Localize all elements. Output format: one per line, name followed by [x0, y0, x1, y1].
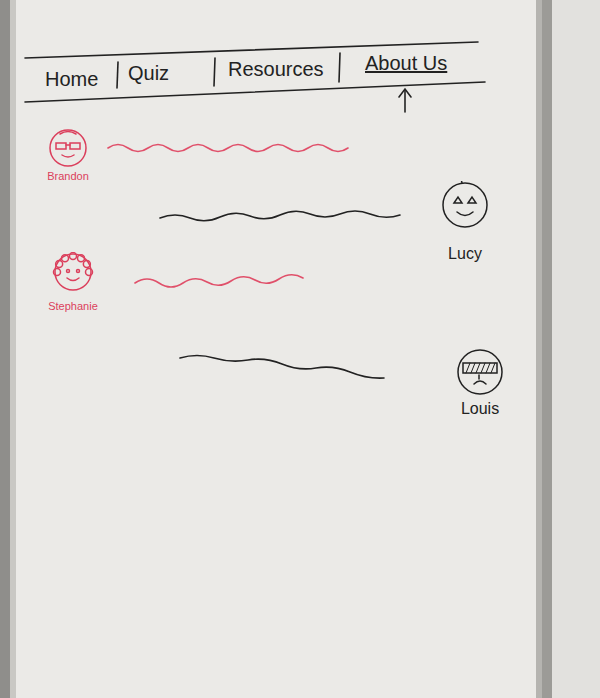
face-outline — [443, 183, 487, 227]
mouth — [474, 381, 486, 384]
face-icon — [45, 252, 101, 292]
nav-link: Home — [45, 68, 98, 91]
face-outline — [50, 130, 86, 166]
nav-link: Quiz — [128, 62, 169, 85]
team-member: Brandon — [44, 128, 92, 183]
nav-link: About Us — [365, 52, 447, 75]
board-frame — [542, 0, 552, 698]
goggles-hatch — [486, 363, 490, 373]
goggles — [463, 363, 497, 373]
member-name: Brandon — [44, 170, 92, 183]
goggles-hatch — [476, 363, 480, 373]
nav-bar: Home Quiz Resources About Us — [25, 45, 485, 105]
curly-hair — [83, 261, 90, 268]
team-member: Louis — [454, 348, 506, 418]
member-name: Lucy — [439, 245, 491, 263]
face-outline — [458, 350, 502, 394]
pointer-arrow — [404, 90, 406, 112]
curly-hair — [62, 255, 69, 262]
mouth — [62, 155, 74, 157]
curly-hair — [86, 269, 93, 276]
placeholder-squiggle — [160, 211, 400, 221]
goggles-hatch — [481, 363, 485, 373]
board-frame — [536, 0, 542, 698]
curly-hair — [70, 253, 77, 260]
mouth — [67, 278, 79, 281]
nose — [478, 375, 480, 379]
glasses-bridge — [66, 144, 70, 146]
face-icon — [44, 128, 92, 168]
eye — [67, 270, 70, 273]
goggles-hatch — [471, 363, 475, 373]
mouth — [457, 212, 473, 216]
placeholder-squiggle — [108, 145, 348, 152]
face-icon — [439, 181, 491, 229]
member-name: Stephanie — [45, 300, 101, 313]
next-board — [552, 0, 600, 698]
face-drawing — [50, 130, 86, 166]
goggles-hatch — [491, 363, 495, 373]
eye — [77, 270, 80, 273]
face-drawing — [458, 350, 502, 394]
placeholder-squiggle — [180, 356, 384, 379]
face-drawing — [54, 253, 93, 291]
nav-separator — [117, 62, 118, 88]
board-frame — [0, 0, 10, 698]
curly-hair — [78, 255, 85, 262]
curly-hair — [56, 261, 63, 268]
face-drawing — [443, 181, 487, 227]
pointer-arrow-head — [399, 89, 411, 97]
nav-separator — [339, 53, 340, 82]
nav-link: Resources — [228, 58, 324, 81]
member-name: Louis — [454, 400, 506, 418]
glasses — [56, 143, 66, 149]
eye — [468, 197, 476, 203]
eye — [454, 197, 462, 203]
goggles-hatch — [466, 363, 470, 373]
hair-curl — [462, 181, 470, 183]
glasses — [70, 143, 80, 149]
face-icon — [454, 348, 506, 396]
team-member: Stephanie — [45, 252, 101, 313]
nav-separator — [214, 58, 215, 86]
board-frame — [10, 0, 16, 698]
hair — [60, 132, 76, 135]
curly-hair — [54, 269, 61, 276]
team-member: Lucy — [439, 181, 491, 263]
placeholder-squiggle — [135, 275, 303, 287]
